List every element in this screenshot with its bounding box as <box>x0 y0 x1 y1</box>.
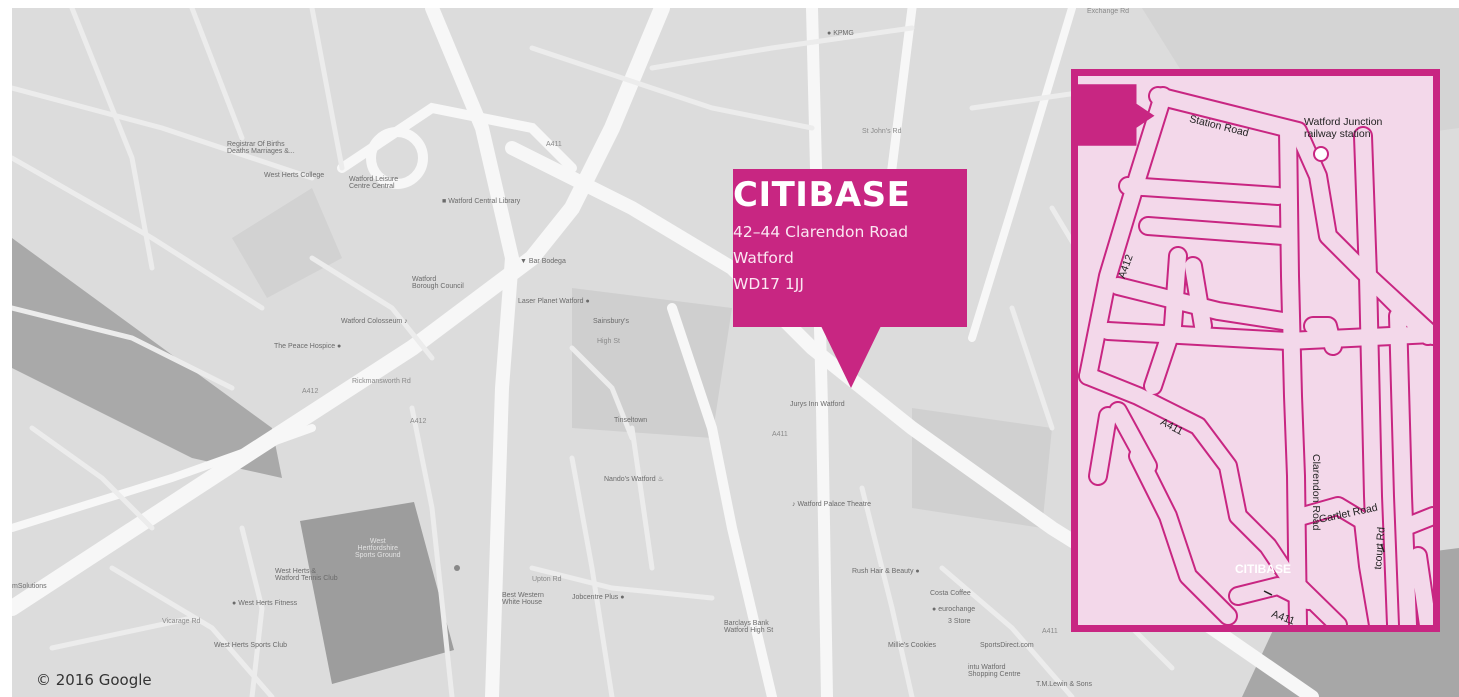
poi-tennis-club[interactable]: West Herts &Watford Tennis Club <box>275 568 338 582</box>
poi-sports-club[interactable]: West Herts Sports Club <box>214 642 288 649</box>
poi-rush-hair[interactable]: Rush Hair & Beauty ● <box>852 568 920 575</box>
callout-title: CITIBASE <box>733 175 911 215</box>
poi-jobcentre[interactable]: Jobcentre Plus ● <box>572 594 625 601</box>
inset-road-graphics <box>1078 86 1433 625</box>
roundabout <box>366 127 428 189</box>
building-block <box>572 288 732 438</box>
road-label: High St <box>597 338 620 345</box>
road-label: Vicarage Rd <box>162 618 201 625</box>
poi-eurochange[interactable]: ● eurochange <box>932 606 976 613</box>
road-label: A412 <box>302 388 319 395</box>
poi-laser-planet[interactable]: Laser Planet Watford ● <box>518 298 590 305</box>
road-label: A411 <box>546 141 562 148</box>
arrow-icon <box>1263 590 1273 596</box>
poi-nandos[interactable]: Nando's Watford ♨ <box>604 476 664 483</box>
poi-solutions[interactable]: mSolutions <box>12 583 47 590</box>
poi-west-herts-fitness[interactable]: ● West Herts Fitness <box>232 600 298 607</box>
road-label: Rickmansworth Rd <box>352 378 411 385</box>
sports-ground-area <box>300 502 454 684</box>
road-label: A411 <box>772 431 788 438</box>
callout-postcode: WD17 1JJ <box>733 275 804 293</box>
poi-costa[interactable]: Costa Coffee <box>930 590 971 597</box>
poi-colosseum[interactable]: Watford Colosseum ♪ <box>341 318 408 325</box>
poi-three-store[interactable]: 3 Store <box>948 618 971 625</box>
location-callout: CITIBASE 42–44 Clarendon Road Watford WD… <box>733 169 967 327</box>
poi-dot <box>454 565 460 571</box>
poi-sainsburys[interactable]: Sainsbury's <box>593 318 629 325</box>
poi-central-library[interactable]: ■ Watford Central Library <box>442 198 521 205</box>
poi-peace-hospice[interactable]: The Peace Hospice ● <box>274 343 342 350</box>
poi-millies[interactable]: Millie's Cookies <box>888 642 937 649</box>
poi-west-herts-college[interactable]: West Herts College <box>264 172 325 179</box>
citibase-marker-label: CITIBASE <box>1235 562 1292 576</box>
poi-kpmg[interactable]: ● KPMG <box>827 30 854 37</box>
minor-roads <box>12 8 1175 697</box>
poi-tinseltown[interactable]: Tinseltown <box>614 417 648 424</box>
road-label: A411 <box>1042 628 1058 635</box>
road-label: Exchange Rd <box>1087 8 1130 15</box>
poi-sportsdirect[interactable]: SportsDirect.com <box>980 642 1034 649</box>
citibase-marker-icon <box>1078 84 1155 146</box>
callout-pointer <box>821 326 881 388</box>
map-copyright: © 2016 Google <box>36 671 152 689</box>
station-marker <box>1313 146 1329 162</box>
callout-town: Watford <box>733 249 794 267</box>
poi-jurys-inn[interactable]: Jurys Inn Watford <box>790 401 845 408</box>
building-block <box>232 188 342 298</box>
water-area <box>12 238 282 478</box>
road-label: St John's Rd <box>862 128 902 135</box>
road-label: A412 <box>410 418 427 425</box>
poi-palace-theatre[interactable]: ♪ Watford Palace Theatre <box>792 501 871 508</box>
road-label: Upton Rd <box>532 576 562 583</box>
poi-tm-lewin[interactable]: T.M.Lewin & Sons <box>1036 681 1093 688</box>
arrow-icon <box>1380 543 1385 553</box>
poi-bar-bodega[interactable]: ▼ Bar Bodega <box>520 258 566 265</box>
callout-address-line: 42–44 Clarendon Road <box>733 223 909 241</box>
